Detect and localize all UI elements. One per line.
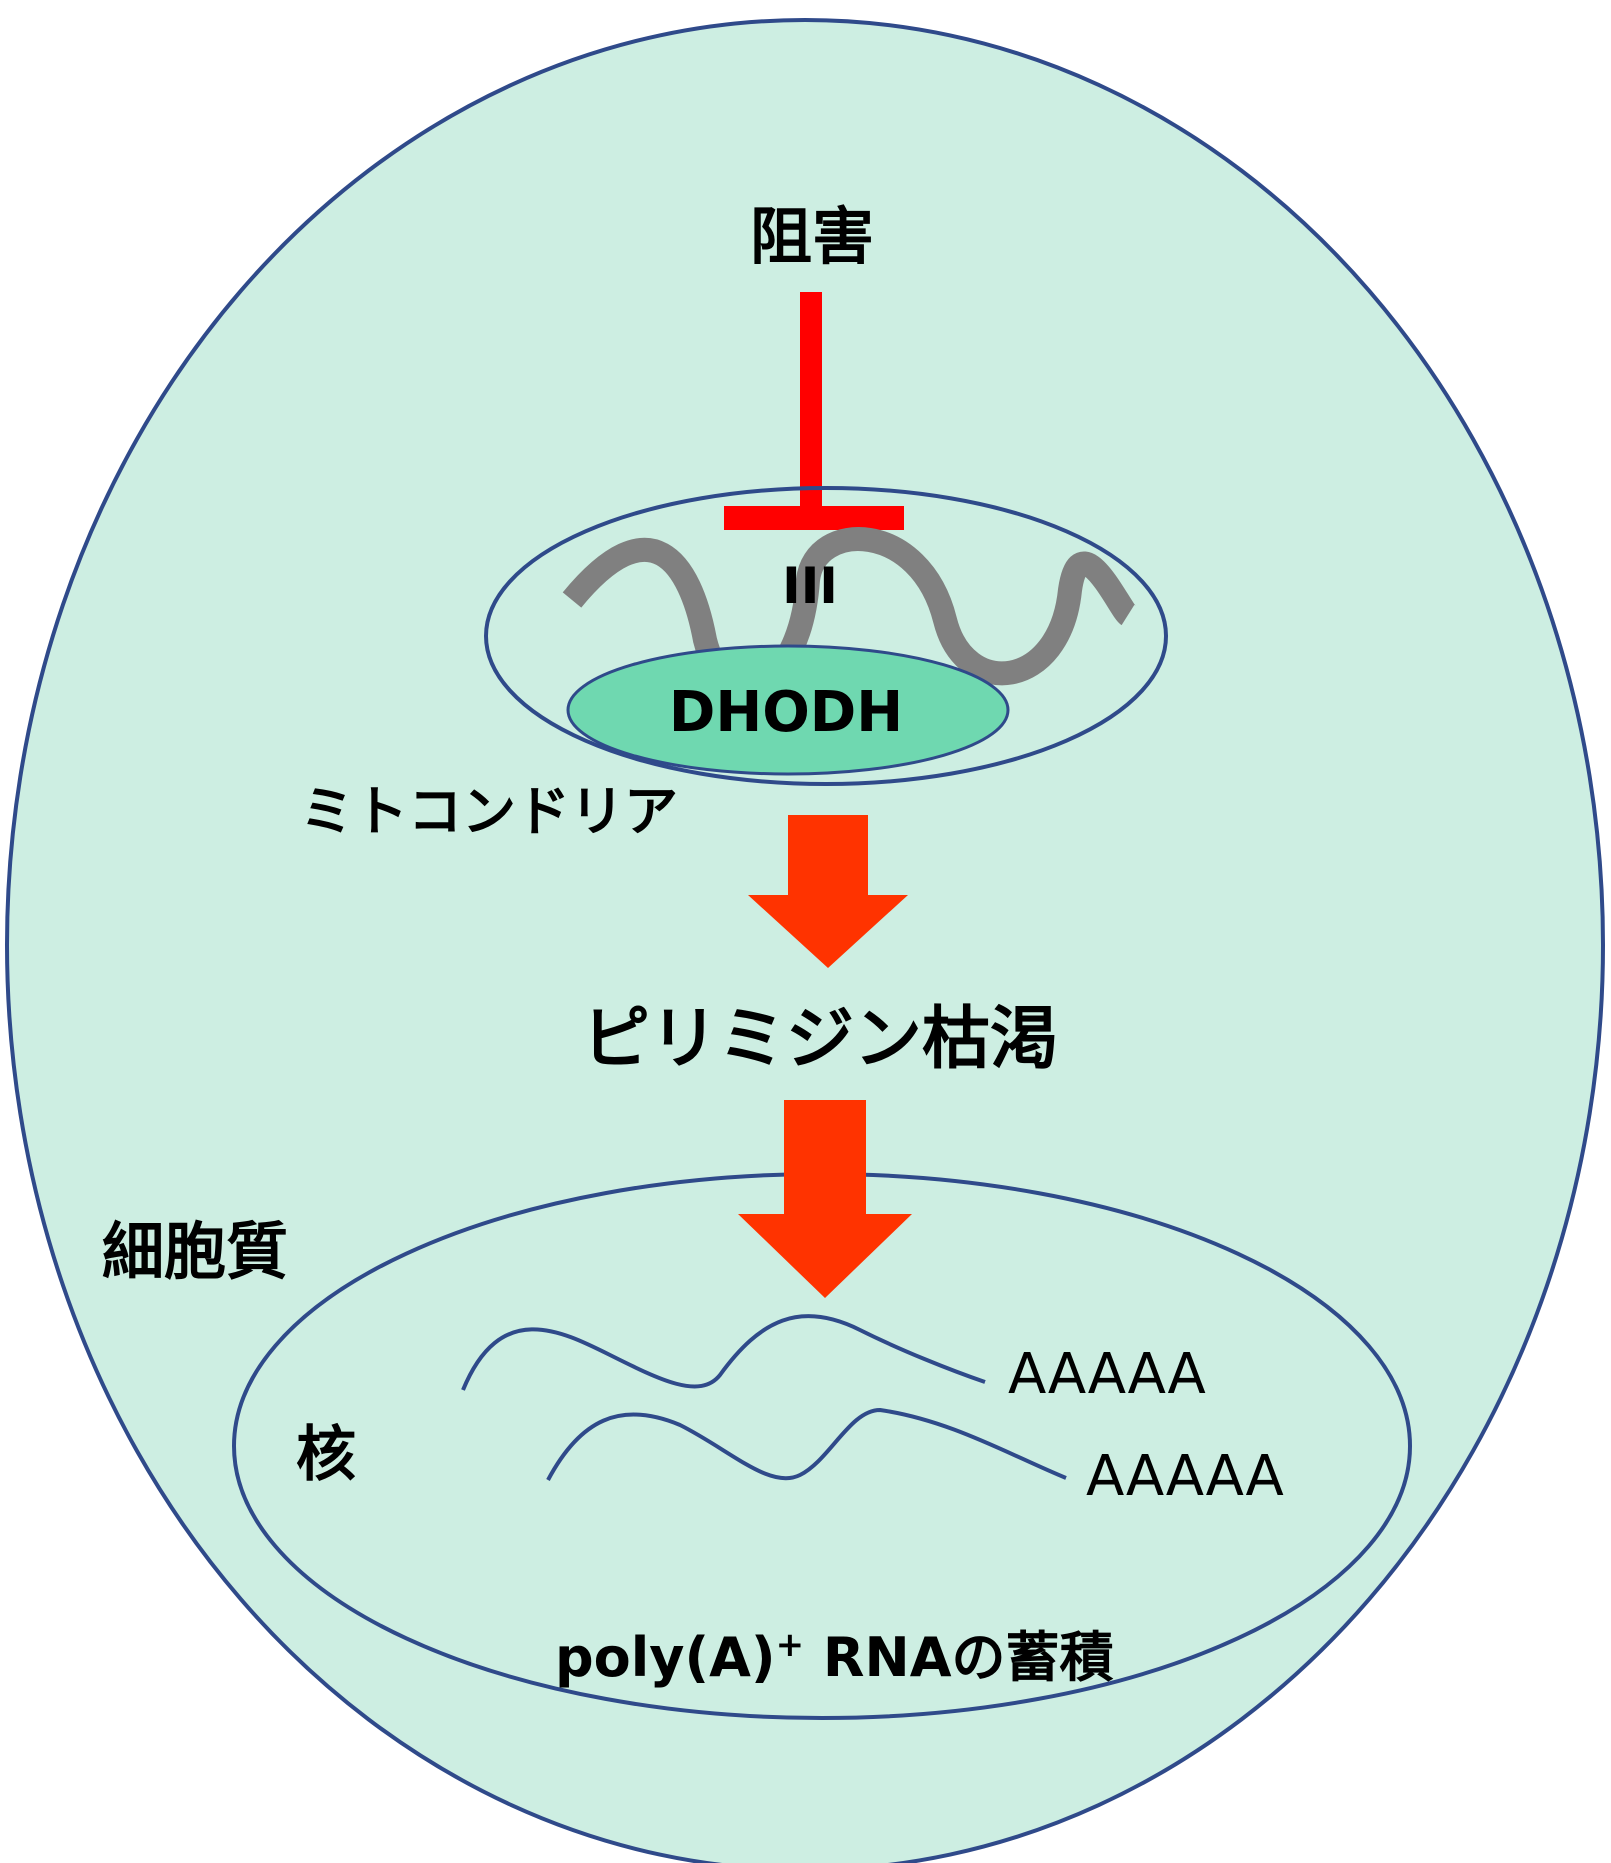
mitochondria-outline [484, 486, 1168, 786]
accumulation-prefix: poly(A) [555, 1626, 776, 1689]
accumulation-label: poly(A)+ RNAの蓄積 [555, 1625, 1114, 1689]
accumulation-suffix: RNAの蓄積 [804, 1626, 1113, 1689]
nucleus-label: 核 [296, 1420, 356, 1490]
polya-tail-1: AAAAA [1008, 1342, 1206, 1407]
dhodh-enzyme [566, 644, 1010, 776]
cytoplasm-label: 細胞質 [102, 1215, 288, 1288]
inhibition-label: 阻害 [750, 200, 874, 273]
rna-strand-1 [461, 1314, 986, 1391]
complex-iii-label: III [782, 557, 838, 615]
complex-iii-wave [562, 527, 1137, 699]
pyrimidine-depletion-label: ピリミジン枯渇 [582, 1000, 1058, 1079]
accumulation-superscript: + [776, 1625, 805, 1665]
arrow-down-1 [748, 815, 908, 968]
arrow-down-2 [738, 1100, 912, 1298]
dhodh-label: DHODH [669, 680, 903, 745]
rna-strand-2 [546, 1407, 1067, 1481]
inhibition-bar [724, 506, 904, 530]
polya-tail-2: AAAAA [1086, 1444, 1284, 1509]
mitochondria-label: ミトコンドリア [300, 780, 678, 843]
inhibition-line [800, 292, 822, 514]
